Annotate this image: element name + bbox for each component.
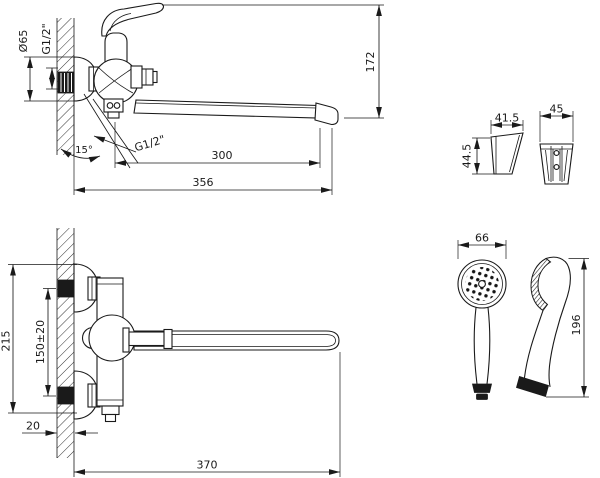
lever-end-cap	[163, 328, 173, 350]
lever-handle	[101, 2, 165, 37]
dim-reach-356-label: 356	[193, 176, 214, 189]
dim-head-diameter-label: 66	[475, 232, 489, 245]
hose-connector	[471, 383, 493, 393]
diverter-knob	[141, 68, 154, 86]
inlet-section	[57, 279, 75, 298]
dim-outlet-thread-label: G1/2"	[133, 133, 167, 155]
dim-angle-label: 15°	[75, 145, 93, 156]
hose-nipple	[104, 413, 117, 423]
bracket-screw-hole	[553, 164, 560, 170]
lever-handle	[128, 331, 166, 347]
hose-outlet	[101, 405, 120, 416]
hose-connector	[516, 375, 549, 398]
dim-flange-diameter-label: Ø65	[17, 30, 30, 53]
dim-15deg-arc	[60, 148, 101, 163]
dim-bracket-width-45-label: 45	[550, 103, 564, 116]
wall-section	[57, 228, 74, 458]
hose-nipple	[107, 111, 120, 119]
inlet-section	[57, 386, 75, 405]
bracket-front-view: 45	[539, 103, 574, 185]
diverter-knob-cap	[152, 70, 158, 84]
shower-body-outline	[545, 256, 572, 388]
spout	[133, 330, 340, 351]
bracket-side-view: 41.5 44.5	[461, 112, 524, 175]
aerator	[314, 102, 339, 126]
dim-length-370-label: 370	[197, 459, 218, 472]
spray-face	[530, 257, 552, 312]
faucet-side-view: Ø65 G1/2" 172 15° G1/2" 300 356	[17, 2, 384, 195]
shower-handle	[473, 306, 491, 385]
diverter-knob-flange	[130, 65, 143, 89]
faucet-front-view: 215 150±20 20 370	[0, 228, 341, 477]
bracket-screw-hole	[553, 150, 560, 156]
cartridge-cap	[104, 32, 128, 63]
dim-bracket-width-415-label: 41.5	[495, 112, 520, 125]
dim-inlet-thread-label: G1/2"	[40, 23, 53, 54]
dim-height-215-label: 215	[0, 331, 13, 352]
dim-shower-length-label: 196	[570, 315, 583, 336]
dim-wall-20-label: 20	[26, 420, 40, 433]
shower-front-view: 66	[457, 232, 507, 400]
dim-height-172-label: 172	[364, 52, 377, 73]
lever-mount	[122, 327, 130, 353]
center-nozzle	[478, 280, 486, 288]
bracket-side-outline	[490, 132, 524, 175]
swing-centerline	[83, 93, 139, 169]
dim-reach-300-label: 300	[212, 149, 233, 162]
bracket-front-outline	[539, 143, 574, 185]
spout	[133, 99, 319, 119]
shower-side-view: 196	[516, 256, 589, 398]
dim-centers-150-label: 150±20	[34, 320, 47, 364]
dim-bracket-height-445-label: 44.5	[461, 144, 474, 169]
